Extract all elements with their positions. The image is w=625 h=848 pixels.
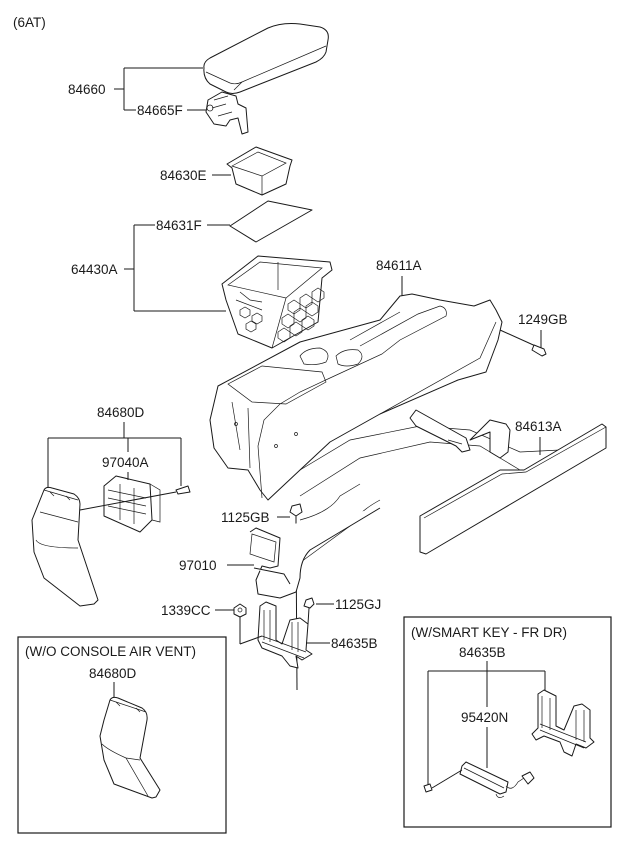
label-1125GJ: 1125GJ (335, 597, 381, 612)
tray-drawing (226, 146, 293, 196)
inset-left-label-84680D: 84680D (89, 666, 137, 681)
vent-screw-drawing (79, 485, 191, 511)
inset-screw-drawing (423, 769, 463, 793)
label-84611A: 84611A (376, 258, 422, 273)
label-84660: 84660 (68, 82, 106, 97)
label-1125GB: 1125GB (221, 510, 270, 525)
rear-air-vent-drawing (103, 475, 161, 533)
inset-right-title: (W/SMART KEY - FR DR) (411, 625, 567, 640)
inset-right-label-84635B: 84635B (459, 645, 506, 660)
label-97040A: 97040A (102, 455, 149, 470)
bolt-1125gj-drawing (303, 597, 315, 625)
mat-drawing (229, 200, 313, 243)
label-1249GB: 1249GB (518, 312, 568, 327)
rear-cover-drawing (31, 486, 99, 607)
leader-84635B (239, 617, 330, 645)
label-64430A: 64430A (71, 262, 118, 277)
bracket-84635b-drawing (257, 601, 313, 669)
nut-1339cc-drawing (233, 603, 247, 618)
duct-drawing (249, 507, 381, 599)
screw-1249gb-drawing (499, 329, 547, 357)
inset-right-label-95420N: 95420N (461, 710, 508, 725)
inset-bracket-drawing (531, 689, 595, 757)
inset-without-air-vent (17, 636, 227, 834)
inset-smart-key (403, 616, 612, 828)
side-panel-drawing (419, 423, 607, 555)
label-84613A: 84613A (515, 419, 562, 434)
armrest-cover-drawing (203, 23, 329, 94)
label-84665F: 84665F (137, 103, 183, 118)
leader-84660 (114, 67, 206, 111)
console-lower-drawing (289, 409, 561, 571)
label-84635B: 84635B (331, 636, 378, 651)
label-84631F: 84631F (156, 218, 202, 233)
inset-smart-key-antenna-drawing (459, 761, 535, 798)
label-84630E: 84630E (160, 168, 207, 183)
label-97010: 97010 (179, 558, 217, 573)
inset-rear-cover-drawing (99, 696, 161, 799)
inset-right-leaders (427, 661, 546, 788)
leader-64430A (124, 224, 230, 312)
storage-box-drawing (221, 255, 333, 349)
inset-left-title: (W/O CONSOLE AIR VENT) (25, 644, 196, 659)
variant-label: (6AT) (13, 15, 46, 30)
armrest-hinge-drawing (205, 91, 249, 135)
leader-84680D (47, 422, 182, 488)
console-upper-drawing (209, 293, 503, 501)
label-84680D: 84680D (97, 405, 145, 420)
label-1339CC: 1339CC (161, 603, 211, 618)
